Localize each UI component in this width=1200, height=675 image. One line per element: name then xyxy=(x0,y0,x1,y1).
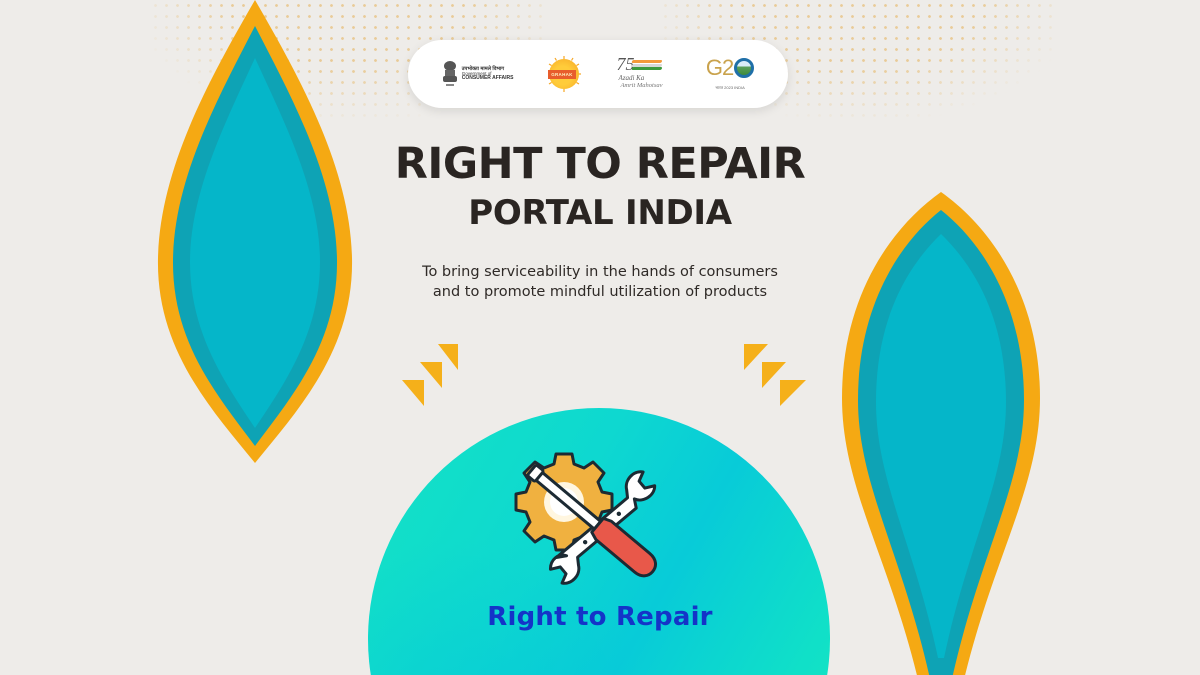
logo-aka-line-1: Azadi Ka xyxy=(618,74,645,82)
logo-g20-sub: भारत 2023 INDIA xyxy=(715,85,745,90)
chevron-ornament-left-icon xyxy=(402,344,458,406)
logo-jago-text: GRAHAK xyxy=(547,70,576,79)
logo-jago-grahak-jago: GRAHAK xyxy=(545,55,583,93)
tagline-line-2: and to promote mindful utilization of pr… xyxy=(432,284,768,300)
leaf-ornament-left xyxy=(157,0,353,463)
national-emblem-icon xyxy=(442,61,457,86)
page-title: RIGHT TO REPAIR xyxy=(394,139,806,189)
logo-dca-line-2: Government of xyxy=(461,70,492,76)
gear-wrench-screwdriver-icon xyxy=(514,452,658,585)
sun-icon xyxy=(548,56,581,92)
badge-label: Right to Repair xyxy=(487,602,713,632)
logo-consumer-affairs: उपभोक्ता मामले विभाग Government of CONSU… xyxy=(442,59,514,89)
logo-aka-line-2: Amrit Mahotsav xyxy=(620,82,663,89)
partner-logo-bar: उपभोक्ता मामले विभाग Government of CONSU… xyxy=(408,40,788,108)
leaf-ornament-right xyxy=(842,192,1040,675)
logo-dca-line-3: CONSUMER AFFAIRS xyxy=(461,75,514,82)
logo-azadi-ka-amrit-mahotsav: 75 Azadi Ka Amrit Mahotsav xyxy=(614,54,674,94)
logo-g20: G2 भारत 2023 INDIA xyxy=(705,55,755,91)
globe-lotus-icon xyxy=(734,58,755,78)
tricolor-flag-icon xyxy=(631,60,663,70)
page-subtitle: PORTAL INDIA xyxy=(468,193,732,233)
chevron-ornament-right-icon xyxy=(744,344,806,406)
logo-dca-line-1: उपभोक्ता मामले विभाग xyxy=(461,65,505,72)
tagline-line-1: To bring serviceability in the hands of … xyxy=(422,264,778,280)
tagline: To bring serviceability in the hands of … xyxy=(0,262,1200,302)
logo-aka-number: 75 xyxy=(616,54,635,74)
logo-g20-text: G2 xyxy=(705,55,734,80)
